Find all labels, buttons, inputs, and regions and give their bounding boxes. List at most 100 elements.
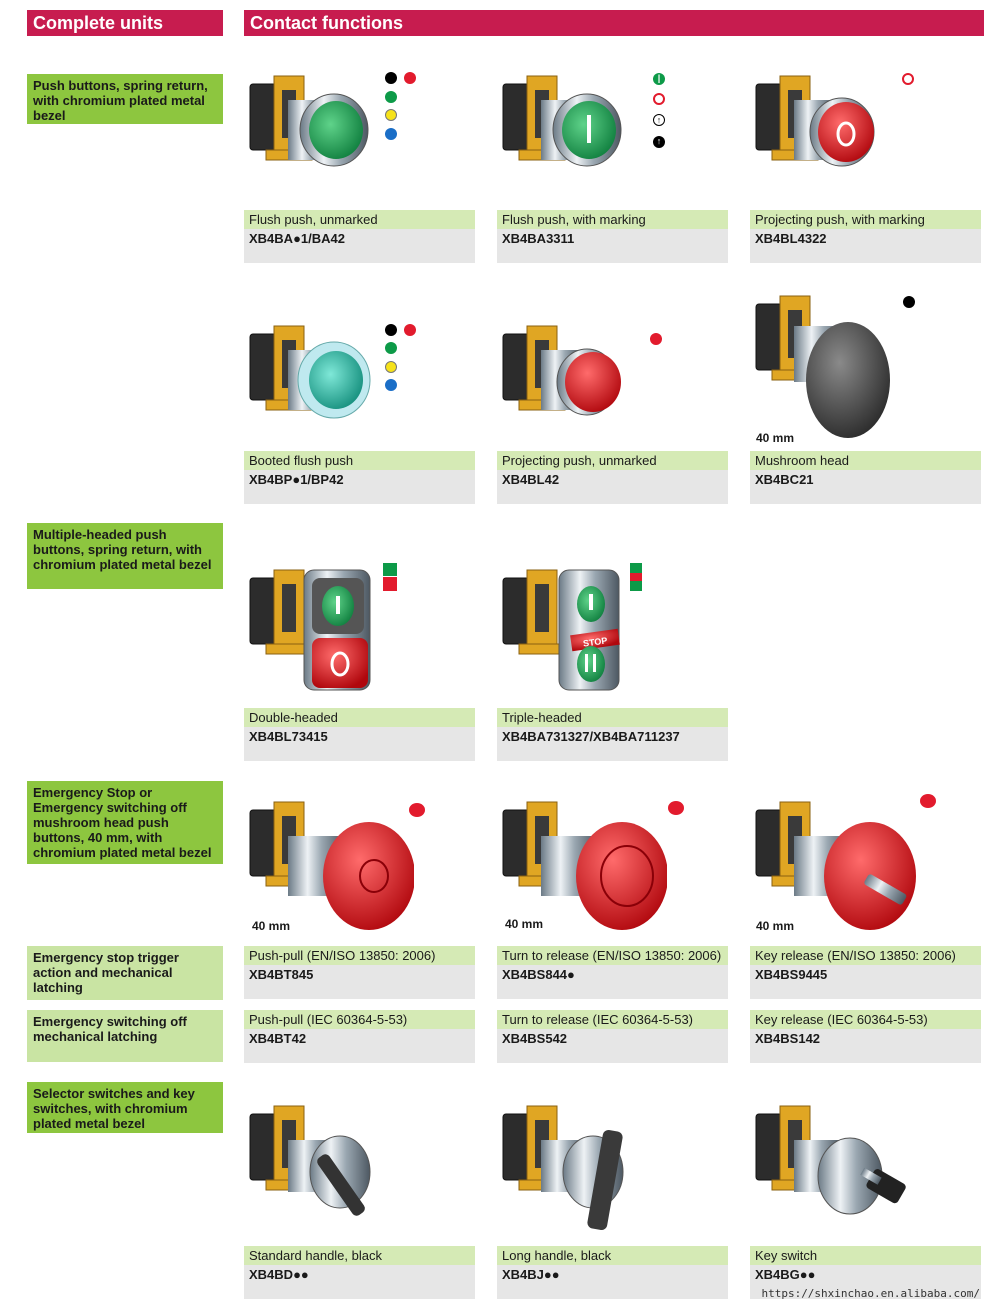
card-projecting-marking: Projecting push, with marking XB4BL4322 — [750, 210, 981, 263]
product-label: Projecting push, with marking — [750, 210, 981, 229]
product-ref: XB4BA●1/BA42 — [244, 229, 475, 263]
category-multiple-headed: Multiple-headed push buttons, spring ret… — [27, 523, 223, 589]
product-ref: XB4BL73415 — [244, 727, 475, 761]
product-ref: XB4BS9445 — [750, 965, 981, 999]
color-dot-red — [920, 794, 936, 808]
product-label: Triple-headed — [497, 708, 728, 727]
card-long-handle: Long handle, black XB4BJ●● — [497, 1246, 728, 1299]
product-label: Flush push, with marking — [497, 210, 728, 229]
complete-units-header: Complete units — [27, 10, 223, 36]
indicator-red — [630, 573, 642, 581]
booted-flush-push-image — [249, 325, 371, 419]
color-dot-blue — [385, 379, 397, 391]
emergency-pushpull-image — [249, 801, 414, 930]
category-emergency-stop: Emergency Stop or Emergency switching of… — [27, 781, 223, 864]
projecting-push-marked-image — [755, 75, 875, 167]
color-dot-green — [385, 342, 397, 354]
card-flush-marking: Flush push, with marking XB4BA3311 — [497, 210, 728, 263]
category-switching-off: Emergency switching off mechanical latch… — [27, 1010, 223, 1062]
color-dot-yellow — [385, 109, 397, 121]
key-switch-image — [755, 1105, 906, 1215]
card-triple-headed: Triple-headed XB4BA731327/XB4BA711237 — [497, 708, 728, 761]
standard-handle-image — [249, 1105, 371, 1216]
indicator-green — [630, 581, 642, 591]
color-dot-green — [385, 91, 397, 103]
color-dot-yellow — [385, 361, 397, 373]
long-handle-image — [502, 1105, 624, 1231]
size-label: 40 mm — [756, 431, 795, 445]
card-es-pushpull: Push-pull (EN/ISO 13850: 2006) XB4BT845 — [244, 946, 475, 999]
product-ref: XB4BD●● — [244, 1265, 475, 1299]
card-booted-flush: Booted flush push XB4BP●1/BP42 — [244, 451, 475, 504]
indicator-green — [383, 563, 397, 576]
color-dot-red — [668, 801, 684, 815]
size-label: 40 mm — [252, 919, 291, 933]
product-ref: XB4BA731327/XB4BA711237 — [497, 727, 728, 761]
product-ref: XB4BS844● — [497, 965, 728, 999]
product-ref: XB4BL4322 — [750, 229, 981, 263]
watermark-url: https://shxinchao.en.alibaba.com/ — [761, 1287, 980, 1300]
indicator-red — [383, 577, 397, 591]
marking-i-icon: | — [653, 73, 665, 85]
marking-o-icon — [653, 93, 665, 105]
projecting-push-red-image — [502, 325, 621, 416]
product-label: Key release (EN/ISO 13850: 2006) — [750, 946, 981, 965]
marking-o-icon — [902, 73, 914, 85]
triple-headed-image — [502, 569, 620, 691]
category-trigger-latching: Emergency stop trigger action and mechan… — [27, 946, 223, 1000]
product-ref: XB4BP●1/BP42 — [244, 470, 475, 504]
product-ref: XB4BG●● — [750, 1265, 981, 1299]
card-std-handle: Standard handle, black XB4BD●● — [244, 1246, 475, 1299]
card-mushroom: Mushroom head XB4BC21 — [750, 451, 981, 504]
card-es-key: Key release (EN/ISO 13850: 2006) XB4BS94… — [750, 946, 981, 999]
flush-push-green-image — [249, 75, 369, 167]
card-flush-unmarked: Flush push, unmarked XB4BA●1/BA42 — [244, 210, 475, 263]
product-ref: XB4BL42 — [497, 470, 728, 504]
product-ref: XB4BA3311 — [497, 229, 728, 263]
product-label: Key release (IEC 60364-5-53) — [750, 1010, 981, 1029]
product-label: Flush push, unmarked — [244, 210, 475, 229]
product-label: Standard handle, black — [244, 1246, 475, 1265]
color-dot-red — [409, 803, 425, 817]
emergency-turn-image — [502, 801, 667, 930]
product-label: Push-pull (EN/ISO 13850: 2006) — [244, 946, 475, 965]
product-label: Long handle, black — [497, 1246, 728, 1265]
flush-push-marked-image — [502, 75, 622, 167]
card-projecting-unmarked: Projecting push, unmarked XB4BL42 — [497, 451, 728, 504]
product-label: Mushroom head — [750, 451, 981, 470]
card-eso-pushpull: Push-pull (IEC 60364-5-53) XB4BT42 — [244, 1010, 475, 1063]
color-dot-black — [385, 324, 397, 336]
product-ref: XB4BS542 — [497, 1029, 728, 1063]
card-es-turn: Turn to release (EN/ISO 13850: 2006) XB4… — [497, 946, 728, 999]
color-dot-black — [385, 72, 397, 84]
product-ref: XB4BS142 — [750, 1029, 981, 1063]
mushroom-head-image — [755, 295, 890, 438]
product-label: Turn to release (EN/ISO 13850: 2006) — [497, 946, 728, 965]
size-label: 40 mm — [756, 919, 795, 933]
contact-functions-header: Contact functions — [244, 10, 984, 36]
emergency-key-image — [755, 801, 916, 930]
product-label: Turn to release (IEC 60364-5-53) — [497, 1010, 728, 1029]
product-label: Push-pull (IEC 60364-5-53) — [244, 1010, 475, 1029]
color-dot-red — [404, 324, 416, 336]
color-dot-black — [903, 296, 915, 308]
color-dot-blue — [385, 128, 397, 140]
product-label: Double-headed — [244, 708, 475, 727]
product-ref: XB4BJ●● — [497, 1265, 728, 1299]
indicator-green — [630, 563, 642, 573]
size-label: 40 mm — [505, 917, 544, 931]
marking-arrow-up-outline-icon: ↑ — [653, 114, 665, 126]
card-key-switch: Key switch XB4BG●● — [750, 1246, 981, 1299]
product-label: Booted flush push — [244, 451, 475, 470]
product-ref: XB4BT42 — [244, 1029, 475, 1063]
product-ref: XB4BC21 — [750, 470, 981, 504]
category-selector: Selector switches and key switches, with… — [27, 1082, 223, 1133]
category-push-buttons: Push buttons, spring return, with chromi… — [27, 74, 223, 124]
color-dot-red — [404, 72, 416, 84]
product-label: Projecting push, unmarked — [497, 451, 728, 470]
marking-arrow-up-filled-icon: ↑ — [653, 136, 665, 148]
double-headed-image — [249, 569, 371, 691]
color-dot-red — [650, 333, 662, 345]
card-eso-key: Key release (IEC 60364-5-53) XB4BS142 — [750, 1010, 981, 1063]
card-eso-turn: Turn to release (IEC 60364-5-53) XB4BS54… — [497, 1010, 728, 1063]
